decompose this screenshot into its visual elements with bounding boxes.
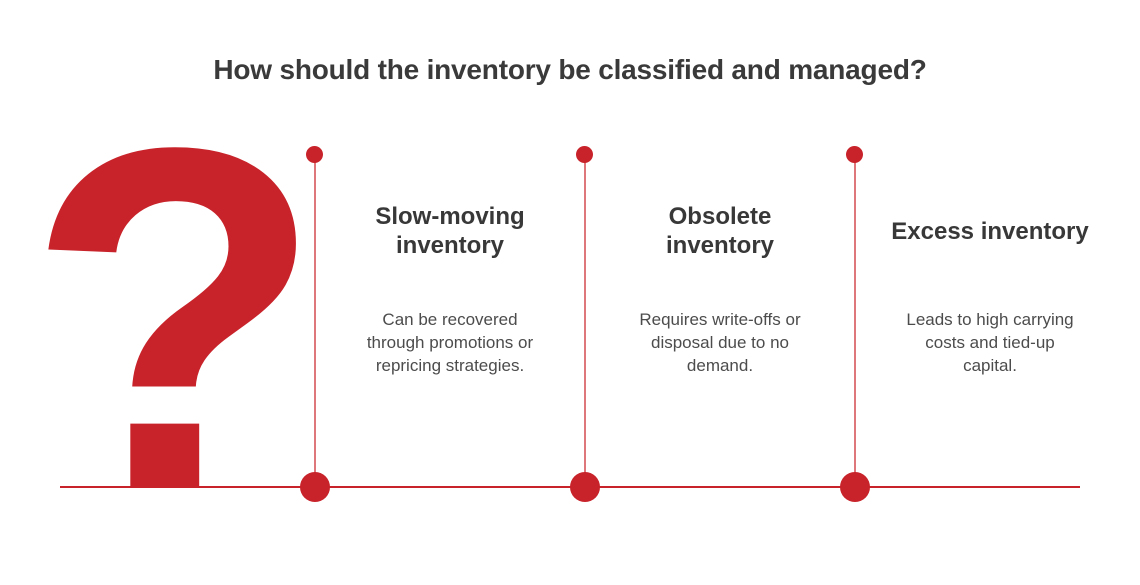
column-body: Leads to high carrying costs and tied-up… xyxy=(906,310,1074,375)
connector-dot-top xyxy=(306,146,323,163)
column-excess: Excess inventory Leads to high carrying … xyxy=(840,0,1125,585)
connector-line xyxy=(584,155,586,487)
column-obsolete: Obsolete inventory Requires write-offs o… xyxy=(570,0,855,585)
column-heading: Slow-moving inventory xyxy=(375,203,525,259)
column-slow-moving: Slow-moving inventory Can be recovered t… xyxy=(300,0,585,585)
column-heading: Obsolete inventory xyxy=(665,203,775,259)
column-body: Can be recovered through promotions or r… xyxy=(366,310,534,375)
connector-line xyxy=(314,155,316,487)
connector-line xyxy=(854,155,856,487)
question-mark-icon: ? xyxy=(26,47,324,585)
connector-dot-bottom xyxy=(840,472,870,502)
connector-dot-bottom xyxy=(300,472,330,502)
column-body: Requires write-offs or disposal due to n… xyxy=(639,310,801,375)
connector-dot-bottom xyxy=(570,472,600,502)
question-mark-glyph: ? xyxy=(26,47,324,585)
connector-dot-top xyxy=(846,146,863,163)
connector-dot-top xyxy=(576,146,593,163)
column-heading: Excess inventory xyxy=(891,217,1089,245)
page-title: How should the inventory be classified a… xyxy=(213,54,927,85)
